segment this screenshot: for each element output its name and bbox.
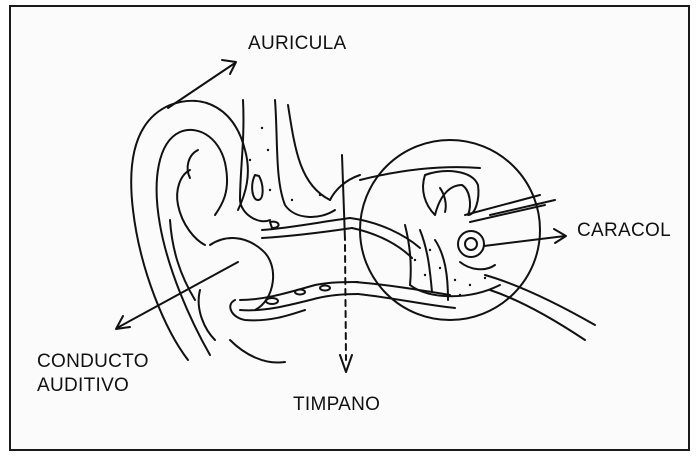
label-conducto-line2: AUDITIVO [37, 374, 149, 398]
ear-canal-drawing [230, 218, 358, 320]
arrow-conducto [116, 262, 238, 329]
auricle-drawing [131, 101, 285, 363]
label-conducto-line1: CONDUCTO [37, 350, 149, 374]
label-timpano: TIMPANO [293, 393, 380, 417]
arrow-caracol [484, 229, 566, 246]
label-auricula: AURICULA [248, 32, 346, 56]
label-conducto-auditivo: CONDUCTO AUDITIVO [37, 350, 149, 398]
label-caracol: CARACOL [577, 219, 671, 243]
eardrum-drawing [340, 155, 352, 372]
